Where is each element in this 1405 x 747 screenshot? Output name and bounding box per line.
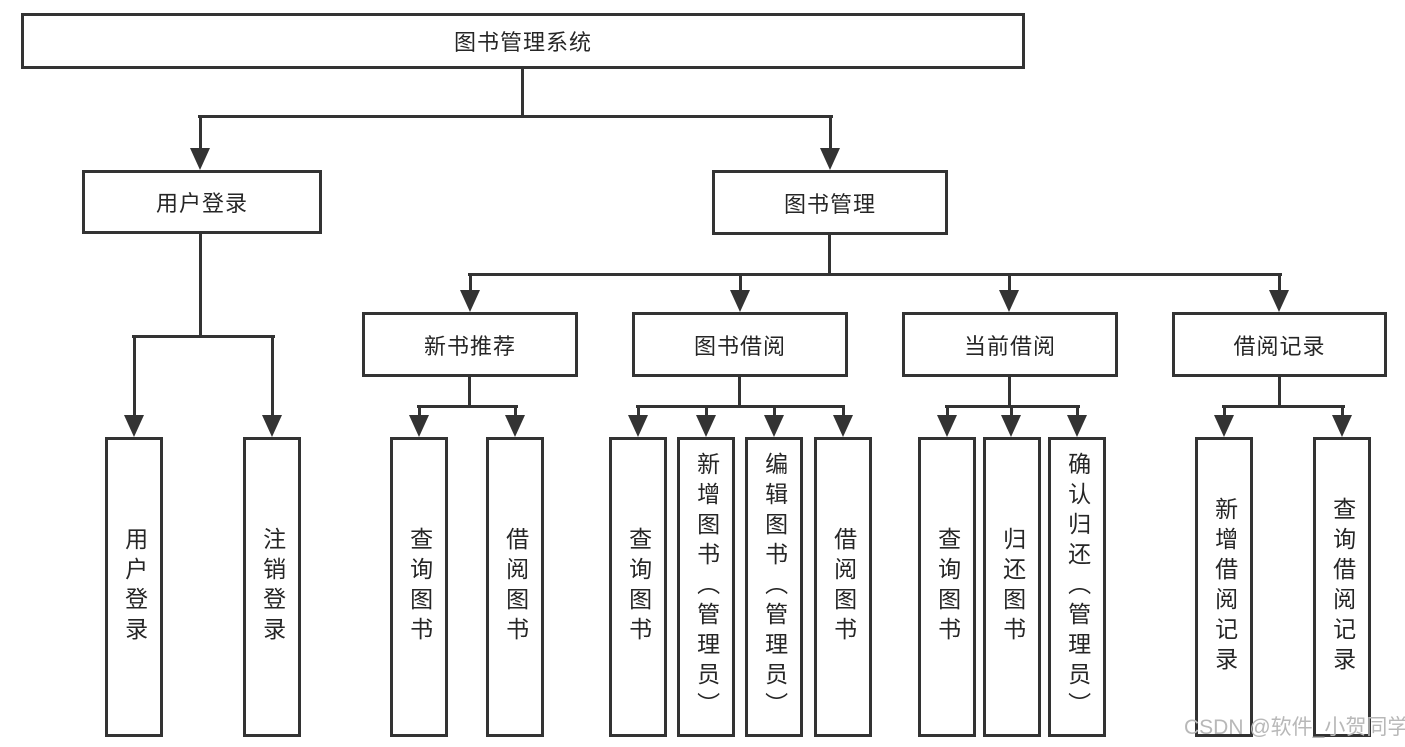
node-new-book-recommend: 新书推荐	[362, 312, 578, 377]
connector-drop	[1008, 273, 1011, 293]
connector-drop	[199, 115, 202, 150]
connector-drop	[773, 405, 776, 421]
node-user-login: 用户登录	[82, 170, 322, 234]
arrowhead-down-icon	[460, 290, 480, 312]
connector-drop	[705, 405, 708, 421]
node-book-management-system: 图书管理系统	[21, 13, 1025, 69]
node-book-borrowing: 图书借阅	[632, 312, 848, 377]
arrowhead-down-icon	[262, 415, 282, 437]
connector-drop	[514, 405, 517, 421]
arrowhead-down-icon	[999, 290, 1019, 312]
connector-drop	[829, 115, 832, 150]
arrowhead-down-icon	[1332, 415, 1352, 437]
arrowhead-down-icon	[820, 148, 840, 170]
connector-drop	[1010, 405, 1013, 421]
connector-drop	[946, 405, 949, 421]
node-current-borrowing: 当前借阅	[902, 312, 1118, 377]
connector-drop	[637, 405, 640, 421]
connector-stub	[738, 376, 741, 408]
connector-user-login-stub	[199, 233, 202, 338]
connector-drop	[133, 335, 136, 417]
connector-drop	[1341, 405, 1344, 421]
connector-root-stub	[521, 68, 524, 118]
connector-level1-bar	[198, 115, 833, 118]
arrowhead-down-icon	[833, 415, 853, 437]
arrowhead-down-icon	[409, 415, 429, 437]
connector-drop	[739, 273, 742, 293]
connector-drop	[271, 335, 274, 417]
arrowhead-down-icon	[937, 415, 957, 437]
node-book-management: 图书管理	[712, 170, 948, 235]
arrowhead-down-icon	[764, 415, 784, 437]
arrowhead-down-icon	[190, 148, 210, 170]
leaf-add-borrow-record: 新增借阅记录	[1195, 437, 1253, 737]
leaf-query-books-recommend: 查询图书	[390, 437, 448, 737]
connector-drop	[1076, 405, 1079, 421]
connector-bar	[417, 405, 518, 408]
connector-drop	[842, 405, 845, 421]
leaf-query-borrow-record: 查询借阅记录	[1313, 437, 1371, 737]
leaf-borrow-books-recommend: 借阅图书	[486, 437, 544, 737]
connector-stub	[468, 376, 471, 408]
arrowhead-down-icon	[505, 415, 525, 437]
connector-drop	[469, 273, 472, 293]
arrowhead-down-icon	[1214, 415, 1234, 437]
leaf-edit-books-admin: 编辑图书（管理员）	[745, 437, 803, 737]
connector-stub	[1008, 376, 1011, 408]
leaf-borrow-books-borrowing: 借阅图书	[814, 437, 872, 737]
arrowhead-down-icon	[1269, 290, 1289, 312]
leaf-logout: 注销登录	[243, 437, 301, 737]
arrowhead-down-icon	[1067, 415, 1087, 437]
leaf-add-books-admin: 新增图书（管理员）	[677, 437, 735, 737]
arrowhead-down-icon	[124, 415, 144, 437]
leaf-return-books: 归还图书	[983, 437, 1041, 737]
connector-drop	[418, 405, 421, 421]
node-borrowing-records: 借阅记录	[1172, 312, 1387, 377]
connector-level3-bar	[468, 273, 1282, 276]
connector-book-management-stub	[828, 235, 831, 276]
leaf-query-books-current: 查询图书	[918, 437, 976, 737]
leaf-confirm-return-admin: 确认归还（管理员）	[1048, 437, 1106, 737]
connector-drop	[1223, 405, 1226, 421]
leaf-user-login: 用户登录	[105, 437, 163, 737]
connector-bar	[1222, 405, 1345, 408]
arrowhead-down-icon	[696, 415, 716, 437]
connector-stub	[1278, 376, 1281, 408]
watermark: CSDN @软件_小贺同学	[1184, 716, 1405, 739]
arrowhead-down-icon	[730, 290, 750, 312]
arrowhead-down-icon	[1001, 415, 1021, 437]
connector-bar	[636, 405, 845, 408]
arrowhead-down-icon	[628, 415, 648, 437]
connector-drop	[1278, 273, 1281, 293]
leaf-query-books-borrowing: 查询图书	[609, 437, 667, 737]
connector-user-login-bar	[132, 335, 275, 338]
